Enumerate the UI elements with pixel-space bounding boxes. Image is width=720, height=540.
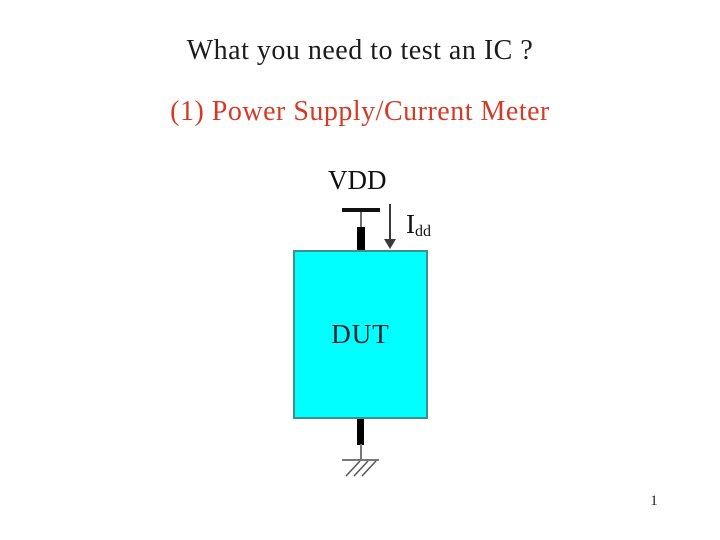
ground-stem-line xyxy=(360,444,362,460)
idd-label-main: I xyxy=(406,209,415,239)
dut-box: DUT xyxy=(293,250,428,419)
slide-title: What you need to test an IC ? xyxy=(186,35,534,66)
page-number: 1 xyxy=(650,493,658,509)
dut-label: DUT xyxy=(331,319,390,349)
ground-bar-line xyxy=(342,459,379,461)
ground-wire xyxy=(357,419,364,445)
power-supply-terminal-icon xyxy=(342,208,380,212)
current-arrow-head-icon xyxy=(384,239,396,249)
power-supply-stem-line xyxy=(360,212,362,228)
idd-label-subscript: dd xyxy=(415,223,431,240)
vdd-wire xyxy=(357,227,365,251)
current-arrow-line xyxy=(389,204,391,240)
ground-hatches-icon xyxy=(345,460,377,477)
slide-subtitle: (1) Power Supply/Current Meter xyxy=(170,96,550,127)
vdd-label: VDD xyxy=(328,165,387,195)
idd-label: Idd xyxy=(406,209,431,240)
